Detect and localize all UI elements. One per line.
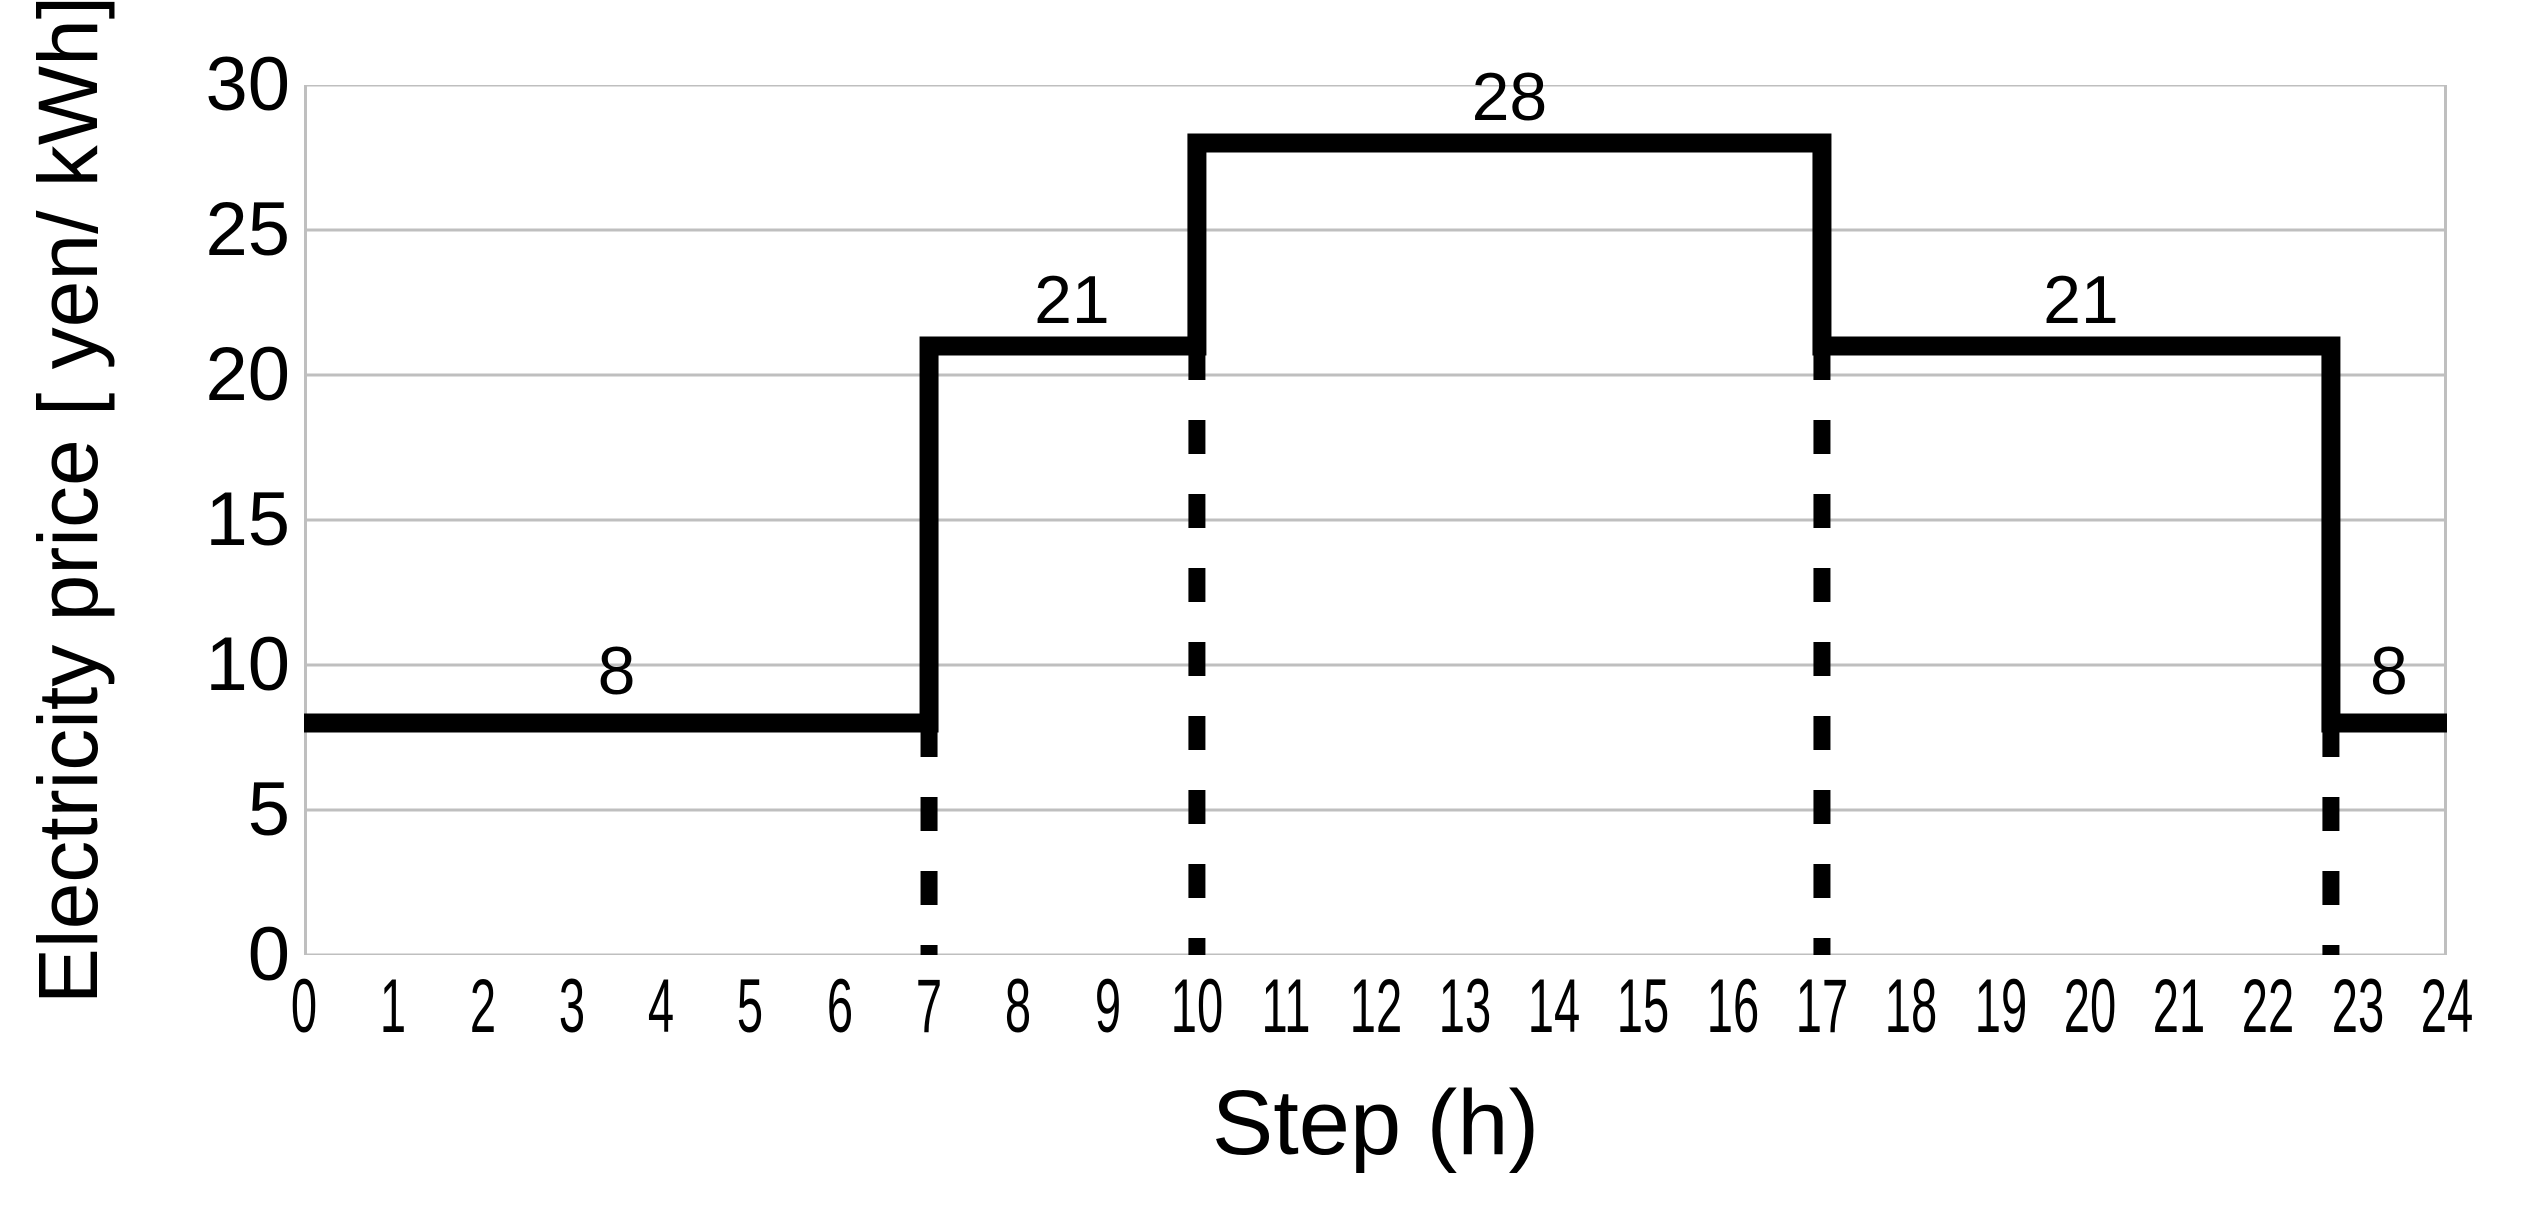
x-tick-label: 15 <box>1617 964 1670 1049</box>
x-tick-label: 22 <box>2242 964 2295 1049</box>
x-tick-label: 2 <box>469 964 496 1049</box>
x-tick-label: 18 <box>1885 964 1938 1049</box>
y-tick-label: 5 <box>247 767 290 852</box>
data-value-label: 21 <box>1034 261 1110 338</box>
y-tick-label: 30 <box>205 42 290 127</box>
x-axis-title: Step (h) <box>1211 1072 1540 1174</box>
x-tick-label: 5 <box>737 964 764 1049</box>
x-tick-label: 19 <box>1974 964 2027 1049</box>
x-tick-label: 7 <box>915 964 943 1049</box>
x-tick-label: 0 <box>290 964 318 1049</box>
data-value-label: 8 <box>597 632 636 709</box>
x-tick-label: 20 <box>2063 964 2117 1049</box>
data-value-label: 8 <box>2370 632 2408 709</box>
x-tick-label: 10 <box>1170 964 1224 1049</box>
y-tick-label: 20 <box>205 332 290 417</box>
x-tick-label: 4 <box>648 964 675 1049</box>
x-tick-label: 24 <box>2420 964 2474 1049</box>
chart-canvas <box>304 85 2447 955</box>
y-axis-tick-labels: 0 5 10 15 20 25 30 <box>140 0 290 1211</box>
x-tick-label: 12 <box>1349 964 1402 1049</box>
y-tick-label: 25 <box>205 187 290 272</box>
x-tick-label: 14 <box>1527 964 1581 1049</box>
y-tick-label: 15 <box>205 477 290 562</box>
x-tick-label: 9 <box>1094 964 1121 1049</box>
x-tick-label: 8 <box>1005 964 1032 1049</box>
y-axis-title: Electricity price [ yen/ kWh] <box>20 0 115 1005</box>
x-tick-label: 21 <box>2152 964 2206 1049</box>
y-tick-label: 0 <box>247 912 290 997</box>
x-tick-label: 13 <box>1438 964 1491 1049</box>
x-tick-label: 3 <box>558 964 585 1049</box>
y-tick-label: 10 <box>205 622 290 707</box>
x-tick-label: 1 <box>380 964 407 1049</box>
x-tick-label: 23 <box>2331 964 2384 1049</box>
x-tick-label: 17 <box>1795 964 1849 1049</box>
x-tick-label: 16 <box>1706 964 1759 1049</box>
x-tick-label: 11 <box>1261 964 1311 1049</box>
data-series-line <box>304 133 2447 733</box>
plot-area <box>304 85 2447 955</box>
data-value-label: 28 <box>1471 58 1548 135</box>
x-tick-label: 6 <box>826 964 853 1049</box>
data-value-label: 21 <box>2043 261 2119 338</box>
